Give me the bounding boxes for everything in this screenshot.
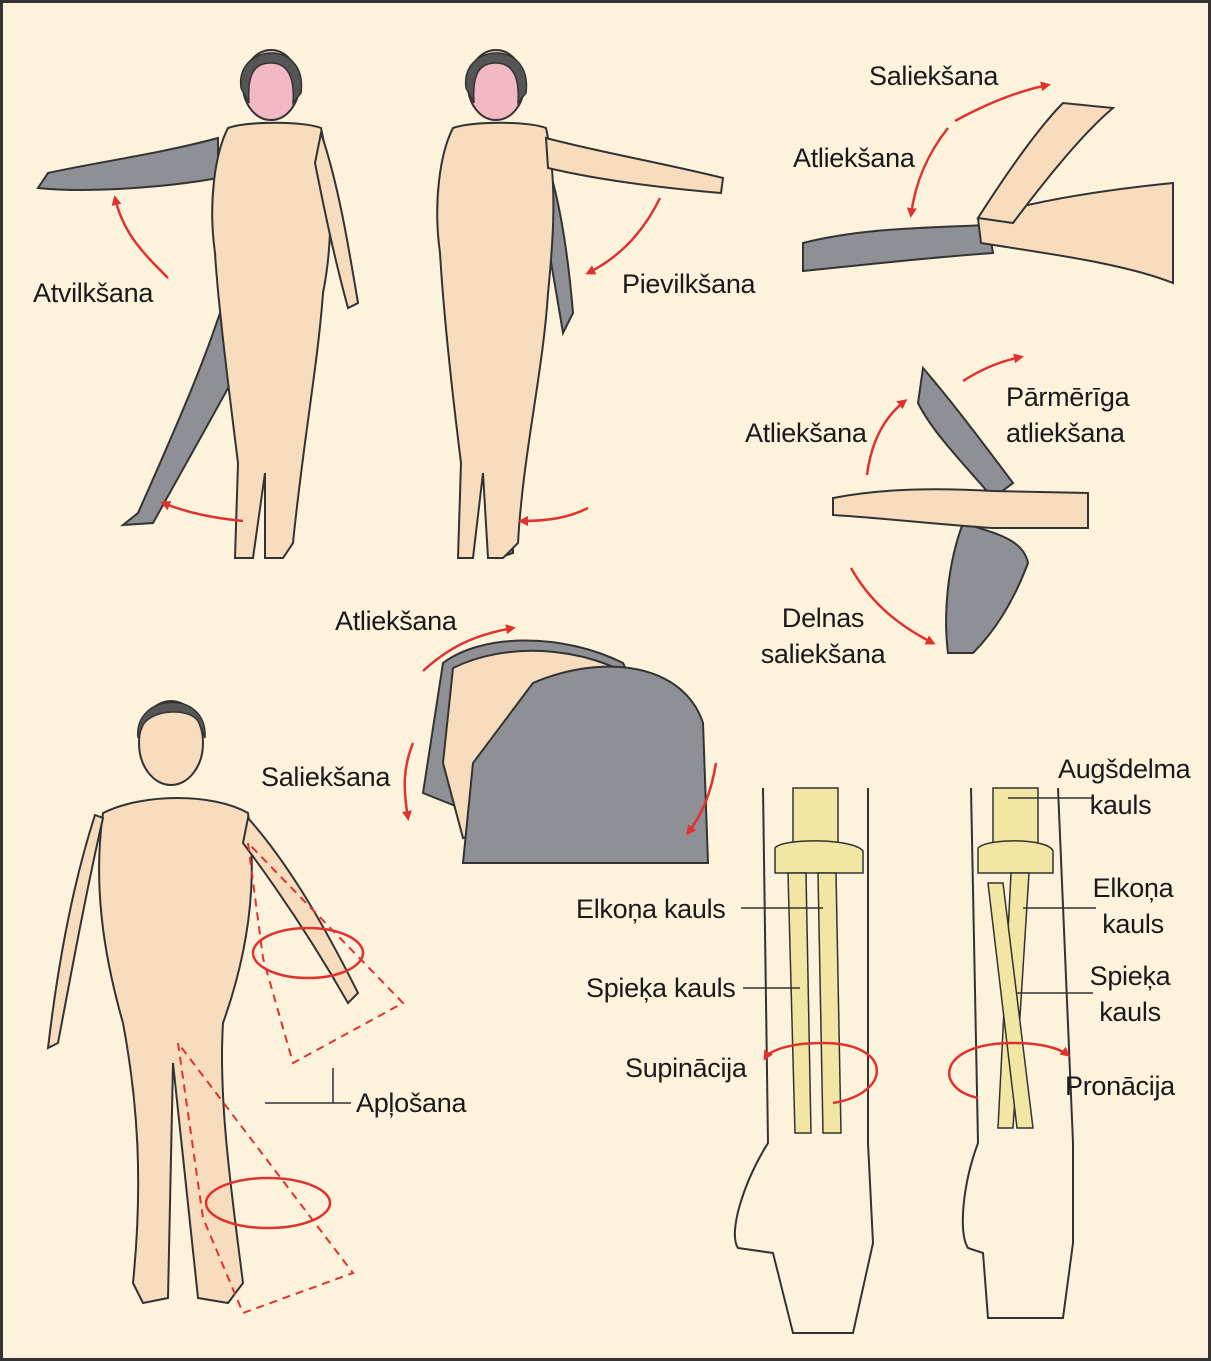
abducted-arm-shaded [38, 138, 218, 190]
humerus-label-line2: kauls [1058, 787, 1183, 823]
wrist-extension-label: Atliekšana [745, 415, 867, 451]
palmar-flexion-label-line2: saliekšana [753, 636, 893, 672]
adduction-arm-arrow [588, 198, 660, 273]
radius-bone-left [818, 873, 841, 1133]
circumduction-leader [265, 1068, 351, 1103]
radius-label-right-line1: Spieķa [1085, 958, 1175, 994]
humerus-bone-right [993, 788, 1038, 848]
hyperextension-label-line1: Pārmērīga [1006, 379, 1129, 415]
ulna-label-right-line2: kauls [1088, 906, 1178, 942]
hyperextension-arrow [963, 357, 1021, 381]
radius-label-right-line2: kauls [1085, 994, 1175, 1030]
neutral-hand [833, 489, 1088, 528]
elbow-joint-right [978, 841, 1053, 873]
radius-label-left: Spieķa kauls [586, 970, 736, 1006]
wrist-extension-arrow [867, 401, 905, 475]
extended-forearm-shaded [803, 225, 993, 271]
man-left-arm [48, 815, 103, 1048]
humerus-label-line1: Augšdelma [1058, 751, 1183, 787]
pronation-label: Pronācija [1065, 1068, 1175, 1104]
palmar-flexed-hand-shaded [946, 523, 1028, 653]
adduction-label: Pievilkšana [622, 266, 755, 302]
abduction-arm-arrow [115, 198, 168, 278]
ulna-label-right-line1: Elkoņa [1088, 870, 1178, 906]
elbow-joint-left [775, 841, 863, 873]
abduction-leg-arrow [163, 503, 243, 521]
humerus-bone-left [793, 788, 838, 848]
circumduction-label: Apļošana [356, 1085, 466, 1121]
abduction-label: Atvilkšana [33, 275, 153, 311]
woman-adduction-figure [437, 50, 723, 558]
woman-body-left [212, 123, 330, 558]
man-right-arm [243, 818, 358, 1003]
hyperextension-label-line2: atliekšana [1006, 415, 1125, 451]
elbow-flexion-label: Saliekšana [869, 58, 998, 94]
pronation-forearm-figure [949, 788, 1096, 1318]
adduction-leg-arrow [521, 508, 588, 521]
elbow-extension-arrow [911, 128, 948, 215]
head-extension-label: Atliekšana [335, 603, 457, 639]
illustration-canvas [3, 3, 1208, 1358]
supination-label: Supinācija [625, 1050, 747, 1086]
hyperextended-hand-shaded [918, 368, 1013, 498]
ulna-bone-left [788, 873, 811, 1133]
elbow-flexion-figure [803, 103, 1173, 283]
supination-forearm-figure [735, 788, 877, 1333]
palmar-flexion-label-line1: Delnas [763, 600, 883, 636]
head-motion-figure [423, 641, 708, 864]
head-flexion-label: Saliekšana [261, 759, 390, 795]
elbow-extension-label: Atliekšana [793, 140, 915, 176]
head-flexion-arrow [405, 743, 413, 818]
woman-raised-arm [546, 138, 723, 193]
ulna-label-left: Elkoņa kauls [576, 891, 726, 927]
man-body [99, 798, 252, 1303]
woman-body-right [437, 123, 553, 558]
